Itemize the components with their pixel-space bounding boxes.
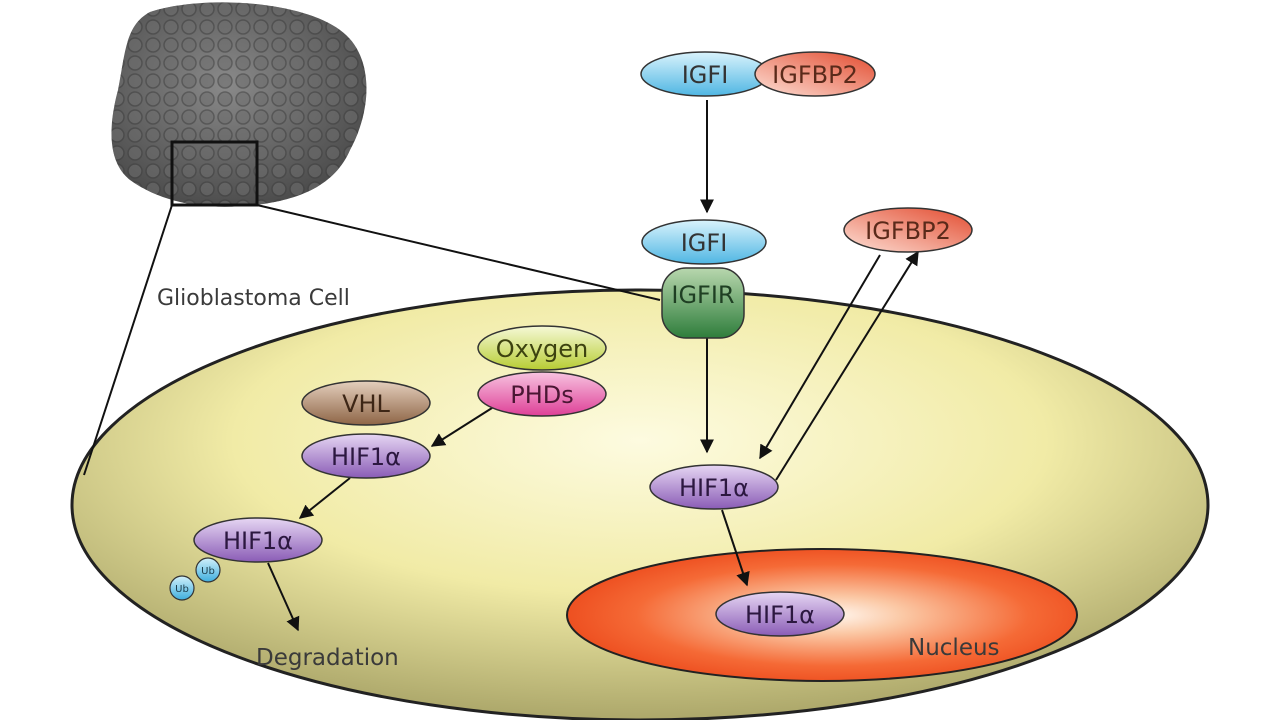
svg-text:IGFBP2: IGFBP2 — [772, 61, 858, 89]
tumor-image — [111, 2, 367, 207]
svg-text:Ub: Ub — [201, 566, 215, 577]
svg-text:HIF1α: HIF1α — [331, 443, 401, 471]
node-oxygen: Oxygen — [477, 325, 607, 371]
svg-text:HIF1α: HIF1α — [745, 601, 815, 629]
svg-text:Oxygen: Oxygen — [496, 335, 589, 363]
arrow-hif-to-hifub — [298, 477, 351, 519]
svg-text:IGFI: IGFI — [682, 61, 729, 89]
svg-text:VHL: VHL — [342, 390, 390, 418]
node-igf1-top: IGFI — [640, 51, 770, 97]
node-hif1a-vhl: HIF1α — [301, 433, 431, 479]
ubiquitin-1: Ub — [169, 575, 195, 601]
cell-label: Glioblastoma Cell — [157, 286, 350, 311]
arrow-hif-to-nucleus — [721, 509, 750, 587]
svg-text:HIF1α: HIF1α — [679, 474, 749, 502]
arrows — [267, 100, 919, 632]
arrow-phds-to-hif — [430, 407, 493, 447]
nucleus-label: Nucleus — [908, 635, 1000, 661]
degradation-label: Degradation — [256, 645, 399, 671]
zoom-line-left — [83, 204, 173, 476]
svg-text:PHDs: PHDs — [510, 381, 574, 409]
svg-text:IGFBP2: IGFBP2 — [865, 217, 951, 245]
node-hif1a-nucleus: HIF1α — [715, 591, 845, 637]
svg-text:IGFIR: IGFIR — [671, 281, 734, 309]
zoom-box — [170, 140, 259, 207]
ubiquitin-2: Ub — [195, 557, 221, 583]
node-igfbp2-right: IGFBP2 — [843, 207, 973, 253]
arrow-hifub-to-degradation — [267, 562, 300, 632]
node-hif1a-ub: HIF1α — [193, 517, 323, 563]
svg-text:Ub: Ub — [175, 584, 189, 595]
svg-text:IGFI: IGFI — [681, 229, 728, 257]
node-igf1-bound: IGFI — [641, 219, 767, 265]
node-hif1a-center: HIF1α — [649, 464, 779, 510]
node-phds: PHDs — [477, 371, 607, 417]
svg-text:HIF1α: HIF1α — [223, 527, 293, 555]
arrow-igfbp2-to-hif — [759, 254, 881, 460]
node-igf1r: IGFIR — [661, 267, 745, 339]
node-vhl: VHL — [301, 380, 431, 426]
node-igfbp2-top: IGFBP2 — [754, 51, 876, 97]
zoom-line-right — [256, 204, 661, 301]
arrow-hif-to-igfbp2 — [775, 250, 919, 481]
